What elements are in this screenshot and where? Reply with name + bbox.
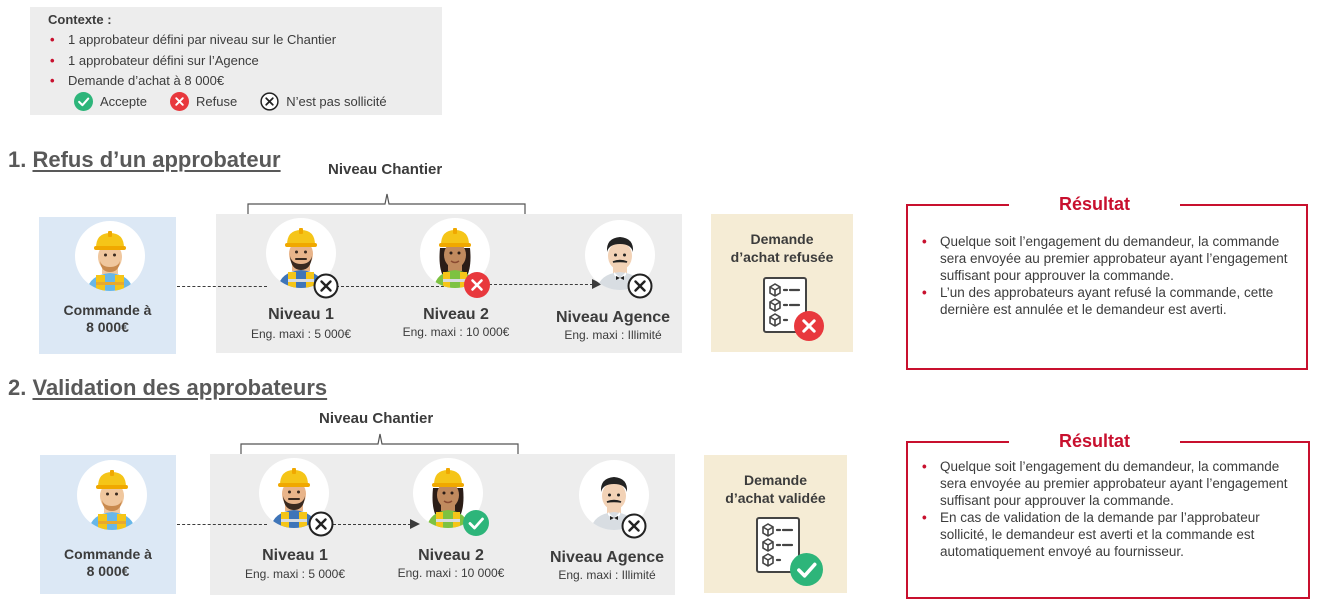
scenario2-agence-label: Niveau Agence [549,549,665,566]
context-panel: Contexte : 1 approbateur défini par nive… [30,7,442,115]
scenario1-agence-status-x-icon [627,273,653,299]
scenario1-result-title: Résultat [1009,194,1181,215]
scenario2-arrow-1 [177,524,267,525]
worker-icon [77,460,147,530]
scenario2-niveau1-eng: Eng. maxi : 5 000€ [244,567,346,581]
scenario1-niveau2-status-refuse-icon [464,272,490,298]
scenario1-heading: 1. Refus d’un approbateur [8,147,281,173]
scenario2-requester-avatar [77,460,147,530]
scenario1-bracket [247,193,526,214]
scenario2-niveau1-label: Niveau 1 [262,547,328,564]
demande-line1: Demande [750,231,814,247]
demande-line2: d’achat refusée [730,249,834,265]
scenario1-agence-eng: Eng. maxi : Illimité [564,328,662,342]
scenario2-niveau2-eng: Eng. maxi : 10 000€ [397,566,505,580]
arrow-head-icon [410,519,420,529]
scenario2-result-box: Résultat Quelque soit l’engagement du de… [906,431,1310,599]
scenario1-niveau2-eng: Eng. maxi : 10 000€ [402,325,510,339]
scenario2-bracket [240,433,519,454]
commande-line2: 8 000€ [86,319,129,335]
scenario2-niveau2-label: Niveau 2 [418,547,484,564]
demande-line1: Demande [743,472,808,488]
legend-not-requested: N’est pas sollicité [260,92,387,111]
scenario1-arrow-1 [177,286,267,287]
scenario1-requester-avatar [75,221,145,291]
refuse-circle-icon [794,311,824,341]
scenario1-arrow-2 [336,286,464,287]
scenario1-title: Refus d’un approbateur [32,147,281,172]
refuse-circle-icon [170,92,189,111]
legend-not-requested-label: N’est pas sollicité [286,94,387,109]
scenario1-niveau1-status-x-icon [313,273,339,299]
result-item: Quelque soit l’engagement du demandeur, … [922,458,1298,509]
scenario2-commande-label: Commande à 8 000€ [40,546,176,580]
x-circle-icon [260,92,279,111]
scenario2-result-title: Résultat [1009,431,1181,452]
scenario1-arrow-3 [489,284,593,285]
context-item: 1 approbateur défini sur l’Agence [48,53,442,74]
context-list: 1 approbateur défini par niveau sur le C… [48,32,442,94]
demande-line2: d’achat validée [725,490,826,506]
legend-refuse-label: Refuse [195,94,238,109]
scenario2-title: Validation des approbateurs [32,375,328,400]
scenario1-niveau1-eng: Eng. maxi : 5 000€ [250,327,352,341]
result-item: L’un des approbateurs ayant refusé la co… [922,284,1296,318]
context-item: Demande d’achat à 8 000€ [48,73,442,94]
scenario2-niveau1-status-x-icon [308,511,334,537]
scenario2-agence-eng: Eng. maxi : Illimité [558,568,656,582]
commande-line1: Commande à [63,302,152,318]
check-circle-icon [790,553,823,586]
legend-accept-label: Accepte [100,94,147,109]
scenario2-demande-label: Demande d’achat validée [704,471,847,507]
check-circle-icon [74,92,93,111]
scenario2-niveau-chantier-title: Niveau Chantier [319,410,434,427]
scenario1-agence-label: Niveau Agence [555,309,671,326]
scenario2-arrow-2 [333,524,411,525]
scenario1-niveau-chantier-title: Niveau Chantier [328,161,443,178]
legend: Accepte Refuse N’est pas sollicité [74,92,410,111]
scenario1-demande-label: Demande d’achat refusée [711,230,853,266]
scenario2-number: 2. [8,375,27,400]
scenario1-niveau1-label: Niveau 1 [268,306,334,323]
result-item: Quelque soit l’engagement du demandeur, … [922,233,1296,284]
context-title: Contexte : [48,12,112,27]
result-item: En cas de validation de la demande par l… [922,509,1298,560]
scenario1-result-list: Quelque soit l’engagement du demandeur, … [922,233,1296,318]
legend-accept: Accepte [74,92,147,111]
scenario2-agence-status-x-icon [621,513,647,539]
legend-refuse: Refuse [170,92,237,111]
commande-line2: 8 000€ [86,563,130,579]
scenario1-number: 1. [8,147,27,172]
commande-line1: Commande à [64,546,152,562]
context-item: 1 approbateur défini par niveau sur le C… [48,32,442,53]
worker-icon [75,221,145,291]
arrow-head-icon [592,279,602,289]
scenario2-result-list: Quelque soit l’engagement du demandeur, … [922,458,1298,560]
scenario1-niveau2-label: Niveau 2 [423,306,489,323]
scenario2-niveau2-status-accept-icon [463,510,489,536]
scenario2-heading: 2. Validation des approbateurs [8,375,327,401]
scenario1-commande-label: Commande à 8 000€ [39,302,176,336]
scenario1-result-box: Résultat Quelque soit l’engagement du de… [906,194,1308,370]
